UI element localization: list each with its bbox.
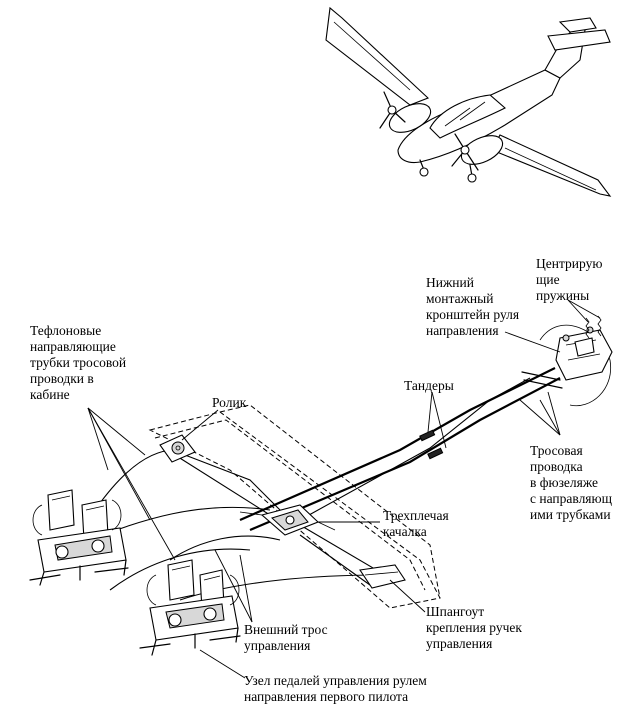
pedal-unit-front xyxy=(29,489,129,586)
rudder-bracket-part xyxy=(521,315,613,407)
label-frame: Шпангоут крепления ручек управления xyxy=(426,604,522,651)
label-bellcrank: Трехплечая качалка xyxy=(383,508,449,539)
label-roller: Ролик xyxy=(212,395,247,410)
frame-part xyxy=(359,564,406,589)
bellcrank-part xyxy=(239,504,336,536)
cabin-floor-outline xyxy=(148,404,441,609)
label-centering-springs: Центрирую щие пружины xyxy=(536,256,603,303)
control-cables xyxy=(84,367,561,601)
pedal-unit-rear xyxy=(139,559,241,656)
leader-lines xyxy=(87,299,601,679)
label-outer-cable: Внешний трос управления xyxy=(244,622,328,653)
label-pedal-unit: Узел педалей управления рулем направлени… xyxy=(244,673,427,704)
label-teflon-tubes: Тефлоновые направляющие трубки тросовой … xyxy=(30,323,127,402)
aircraft-illustration xyxy=(325,6,612,197)
label-fuselage-cabling: Тросовая проводка в фюзеляже с направляю… xyxy=(530,443,612,522)
roller-part xyxy=(159,434,196,463)
label-turnbuckles: Тандеры xyxy=(404,378,454,393)
label-lower-bracket: Нижний монтажный кронштейн руля направле… xyxy=(426,275,520,338)
